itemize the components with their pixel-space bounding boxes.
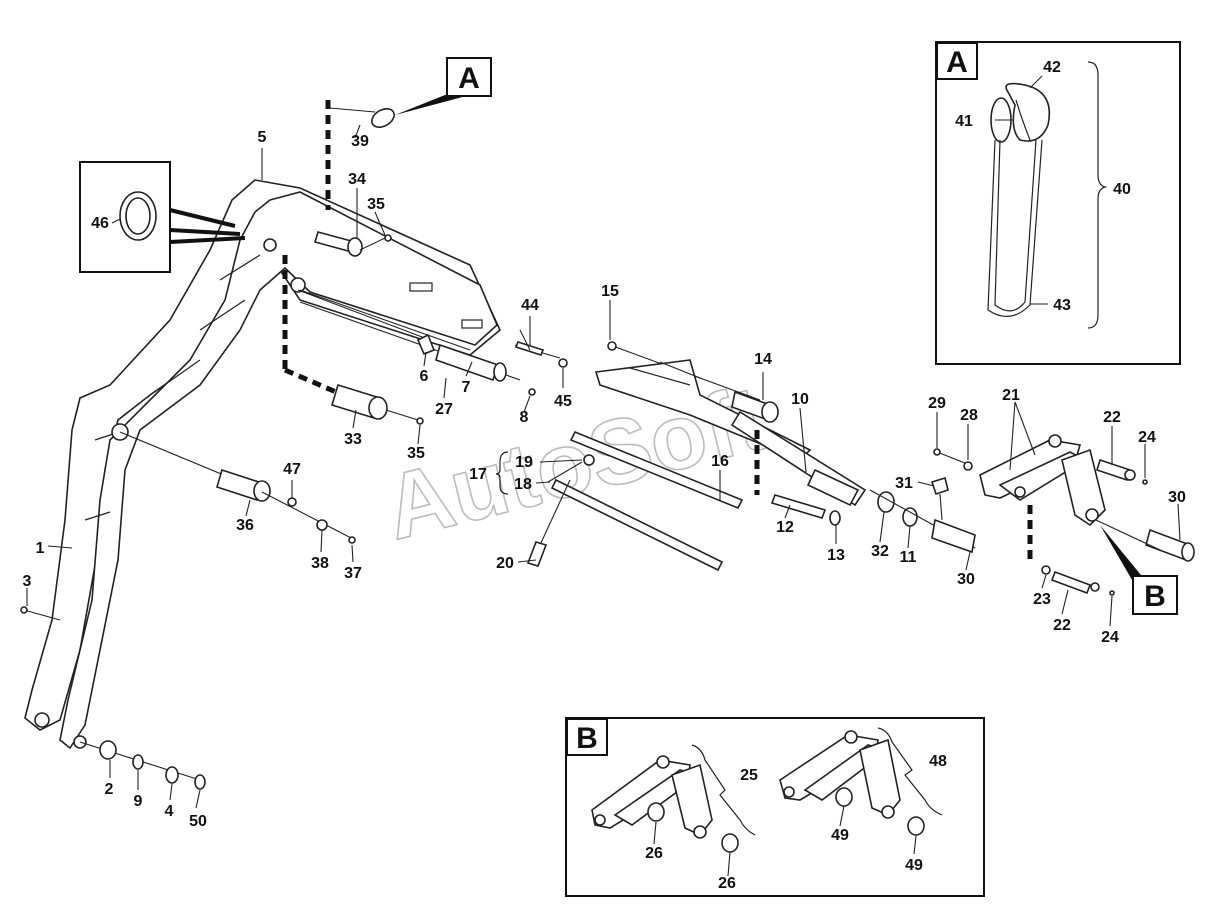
part-label-24a: 24 bbox=[1138, 429, 1156, 446]
part-label-33: 33 bbox=[344, 431, 362, 448]
part-label-21: 21 bbox=[1002, 387, 1020, 404]
part-label-12: 12 bbox=[776, 519, 794, 536]
part-label-2: 2 bbox=[105, 781, 114, 798]
part-label-31: 31 bbox=[895, 475, 913, 492]
part-label-19: 19 bbox=[515, 454, 533, 471]
center-parts bbox=[519, 329, 976, 572]
leader-lines bbox=[26, 75, 1181, 877]
callout-B-main-letter: B bbox=[1144, 580, 1166, 613]
part-label-37: 37 bbox=[344, 565, 362, 582]
part-label-42: 42 bbox=[1043, 59, 1061, 76]
part-label-39: 39 bbox=[351, 133, 369, 150]
part-label-26b: 26 bbox=[718, 875, 736, 892]
part-label-49b: 49 bbox=[905, 857, 923, 874]
detail-B-panel: B bbox=[565, 717, 985, 897]
part-label-15: 15 bbox=[601, 283, 619, 300]
part-label-16: 16 bbox=[711, 453, 729, 470]
detail-A-letter: A bbox=[946, 46, 968, 79]
part-label-1: 1 bbox=[36, 540, 45, 557]
part-label-27: 27 bbox=[435, 401, 453, 418]
part-label-46: 46 bbox=[91, 215, 109, 232]
part-label-47: 47 bbox=[283, 461, 301, 478]
part-label-13: 13 bbox=[827, 547, 845, 564]
part-label-44: 44 bbox=[521, 297, 539, 314]
part-label-11: 11 bbox=[900, 549, 917, 566]
part-label-32: 32 bbox=[871, 543, 889, 560]
part-label-6: 6 bbox=[420, 368, 429, 385]
part-label-43: 43 bbox=[1053, 297, 1071, 314]
part-label-30a: 30 bbox=[1168, 489, 1186, 506]
part-label-22b: 22 bbox=[1053, 617, 1071, 634]
part-label-48: 48 bbox=[929, 753, 947, 770]
part-label-49a: 49 bbox=[831, 827, 849, 844]
part-label-45: 45 bbox=[554, 393, 572, 410]
part-label-10: 10 bbox=[791, 391, 809, 408]
lock-pin-39 bbox=[371, 108, 395, 128]
part-label-23: 23 bbox=[1033, 591, 1051, 608]
part-label-29: 29 bbox=[928, 395, 946, 412]
part-label-34: 34 bbox=[348, 171, 366, 188]
detail-A-panel: A bbox=[935, 41, 1181, 365]
part-label-50: 50 bbox=[189, 813, 207, 830]
part-label-18: 18 bbox=[514, 476, 532, 493]
part-label-9: 9 bbox=[134, 793, 143, 810]
part-label-20: 20 bbox=[496, 555, 514, 572]
part-label-28: 28 bbox=[960, 407, 978, 424]
part-label-14: 14 bbox=[754, 351, 772, 368]
detail-B-letter: B bbox=[576, 722, 598, 755]
part-label-30b: 30 bbox=[957, 571, 975, 588]
callout-A-main-letter: A bbox=[458, 62, 480, 95]
part-label-40: 40 bbox=[1113, 181, 1131, 198]
part-label-35b: 35 bbox=[407, 445, 425, 462]
part-label-41: 41 bbox=[955, 113, 973, 130]
part-label-3: 3 bbox=[23, 573, 32, 590]
part-label-26a: 26 bbox=[645, 845, 663, 862]
part-label-7: 7 bbox=[462, 379, 471, 396]
part-label-8: 8 bbox=[520, 409, 529, 426]
boom-hardware bbox=[20, 85, 568, 790]
part-label-22a: 22 bbox=[1103, 409, 1121, 426]
boom-body bbox=[24, 179, 501, 750]
part-label-5: 5 bbox=[258, 129, 267, 146]
link-assembly bbox=[933, 434, 1195, 596]
part-label-25: 25 bbox=[740, 767, 758, 784]
callout-B-main: B bbox=[1132, 575, 1178, 615]
part-label-4: 4 bbox=[165, 803, 174, 820]
part-label-24b: 24 bbox=[1101, 629, 1119, 646]
part-label-35a: 35 bbox=[367, 196, 385, 213]
part-label-38: 38 bbox=[311, 555, 329, 572]
seal-detail-box bbox=[79, 161, 246, 273]
part-label-36: 36 bbox=[236, 517, 254, 534]
part-number-labels: 1 2 3 4 5 6 7 8 9 10 11 12 13 14 15 16 1… bbox=[23, 59, 1186, 892]
part-label-17: 17 bbox=[469, 466, 487, 483]
callout-A-main: A bbox=[446, 57, 492, 97]
